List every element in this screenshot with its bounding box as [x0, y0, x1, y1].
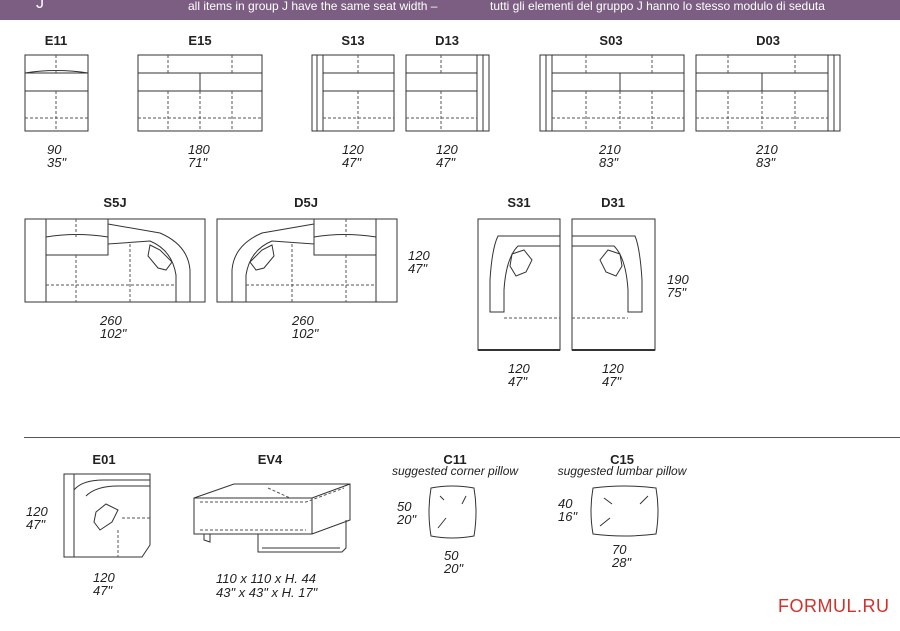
dim-depth-j-cm: 120 [408, 248, 430, 263]
dim-s5j-in: 102" [100, 326, 127, 341]
group-letter: J [36, 0, 44, 12]
section-divider [24, 437, 900, 438]
drawing-c15 [590, 485, 659, 537]
header-text-english: all items in group J have the same seat … [188, 0, 438, 13]
code-e15: E15 [188, 33, 212, 48]
header-text-italian: tutti gli elementi del gruppo J hanno lo… [490, 0, 825, 13]
dim-e11-cm: 90 [47, 142, 62, 157]
dim-d5j-in: 102" [292, 326, 319, 341]
dim-d31-in: 47" [602, 374, 622, 389]
dim-depth-j-in: 47" [408, 261, 428, 276]
watermark: FORMUL.RU [778, 596, 890, 616]
drawing-s13 [311, 54, 395, 132]
dim-d03-cm: 210 [756, 142, 778, 157]
dim-c11-in: 20" [444, 561, 464, 576]
dim-c15-in: 28" [612, 555, 632, 570]
code-s31: S31 [507, 195, 531, 210]
drawing-c11 [428, 485, 477, 539]
code-d31: D31 [601, 195, 625, 210]
code-e11: E11 [44, 33, 68, 48]
dim-s31-in: 47" [508, 374, 528, 389]
dim-d03-in: 83" [756, 155, 776, 170]
code-s5j: S5J [103, 195, 127, 210]
dim-c11-cm: 50 [444, 548, 459, 563]
dim-s31-cm: 120 [508, 361, 530, 376]
drawing-s31 [477, 218, 561, 351]
dim-e11-in: 35" [47, 155, 67, 170]
code-e01: E01 [92, 452, 116, 467]
drawing-d5j [216, 218, 398, 303]
dim-c11-side-in: 20" [397, 512, 417, 527]
drawing-d13 [405, 54, 490, 132]
dim-d13-cm: 120 [436, 142, 458, 157]
dim-d13-in: 47" [436, 155, 456, 170]
code-s13: S13 [341, 33, 365, 48]
code-ev4: EV4 [257, 452, 283, 467]
dim-e15-cm: 180 [188, 142, 210, 157]
drawing-d31 [571, 218, 656, 351]
dim-ev4-metric: 110 x 110 x H. 44 [216, 571, 316, 586]
dim-depth-31-in: 75" [667, 285, 687, 300]
dim-s03-cm: 210 [599, 142, 621, 157]
dim-depth-31-cm: 190 [667, 272, 689, 287]
dim-c15-cm: 70 [612, 542, 627, 557]
drawing-d03 [695, 54, 841, 132]
code-c11: C11 [443, 452, 467, 467]
note-c11: suggested corner pillow [391, 464, 519, 478]
drawing-e15 [137, 54, 263, 132]
drawing-s5j [24, 218, 206, 303]
drawing-s03 [539, 54, 685, 132]
dim-c15-side-in: 16" [558, 509, 578, 524]
dim-s03-in: 83" [599, 155, 619, 170]
drawing-ev4 [193, 483, 351, 553]
code-d03: D03 [756, 33, 780, 48]
dim-ev4-imperial: 43" x 43" x H. 17" [216, 585, 318, 600]
drawing-e11 [24, 54, 89, 132]
drawing-e01 [63, 473, 151, 558]
code-d13: D13 [435, 33, 459, 48]
dim-e15-in: 71" [188, 155, 208, 170]
dim-e01-cm: 120 [93, 570, 115, 585]
dim-s5j-cm: 260 [100, 313, 122, 328]
dim-c11-side-cm: 50 [397, 499, 412, 514]
code-c15: C15 [610, 452, 634, 467]
dim-d31-cm: 120 [602, 361, 624, 376]
dim-e01-in: 47" [93, 583, 113, 598]
dim-e01-side-cm: 120 [26, 504, 48, 519]
code-d5j: D5J [294, 195, 318, 210]
header-bar: J all items in group J have the same sea… [0, 0, 900, 20]
dim-e01-side-in: 47" [26, 517, 46, 532]
dim-s13-in: 47" [342, 155, 362, 170]
dim-c15-side-cm: 40 [558, 496, 573, 511]
dim-s13-cm: 120 [342, 142, 364, 157]
note-c15: suggested lumbar pillow [557, 464, 687, 478]
dim-d5j-cm: 260 [292, 313, 314, 328]
code-s03: S03 [599, 33, 623, 48]
